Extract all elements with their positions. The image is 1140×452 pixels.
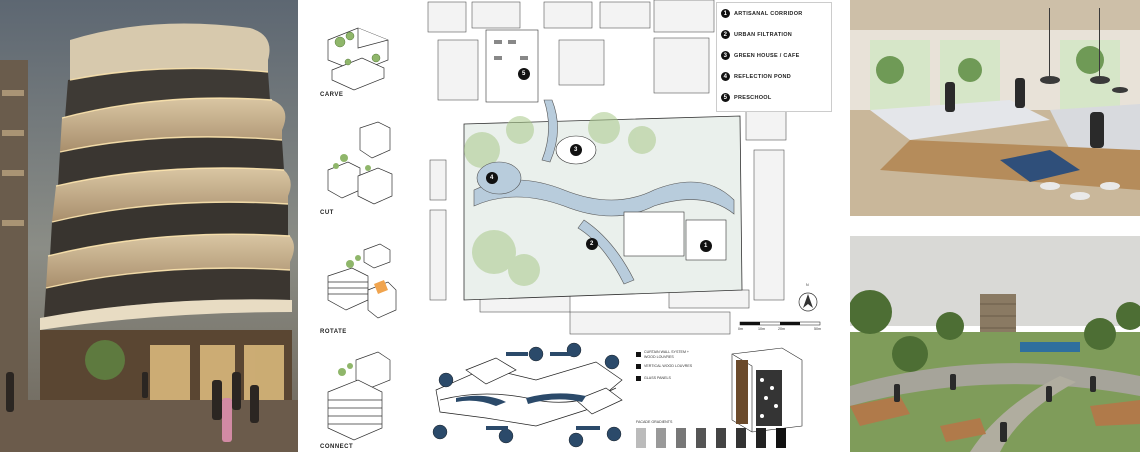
- facade-note: GLASS PANELS: [644, 376, 671, 380]
- label-connect: CONNECT: [320, 444, 354, 450]
- plan-number-3: 3: [574, 147, 578, 153]
- facade-note: FACADE GRADIENTS: [636, 420, 673, 424]
- massing-diagrams: CARVE CUT ROTATE CONNECT: [298, 0, 422, 452]
- plan-number-4: 4: [490, 175, 494, 181]
- facade-note: WOOD LOUVRES: [644, 355, 674, 359]
- facade-detail: CURTAIN WALL SYSTEM + WOOD LOUVRES VERTI…: [632, 340, 844, 452]
- label-rotate: ROTATE: [320, 329, 347, 335]
- plan-number-5: 5: [522, 71, 526, 77]
- north-arrow-label: N: [806, 283, 809, 287]
- scale-0: 0m: [738, 327, 743, 331]
- scale-50: 50m: [814, 327, 821, 331]
- building-render: [0, 0, 298, 452]
- axonometric-diagram: [426, 340, 626, 452]
- scale-10: 10m: [758, 327, 765, 331]
- label-cut: CUT: [320, 210, 334, 216]
- label-carve: CARVE: [320, 92, 344, 98]
- scale-20: 20m: [778, 327, 785, 331]
- facade-note: VERTICAL WOOD LOUVRES: [644, 364, 693, 368]
- plan-number-2: 2: [590, 241, 594, 247]
- plan-number-1: 1: [704, 243, 708, 249]
- interior-render: [850, 0, 1140, 216]
- facade-note: CURTAIN WALL SYSTEM +: [644, 350, 690, 354]
- park-render: [850, 236, 1140, 452]
